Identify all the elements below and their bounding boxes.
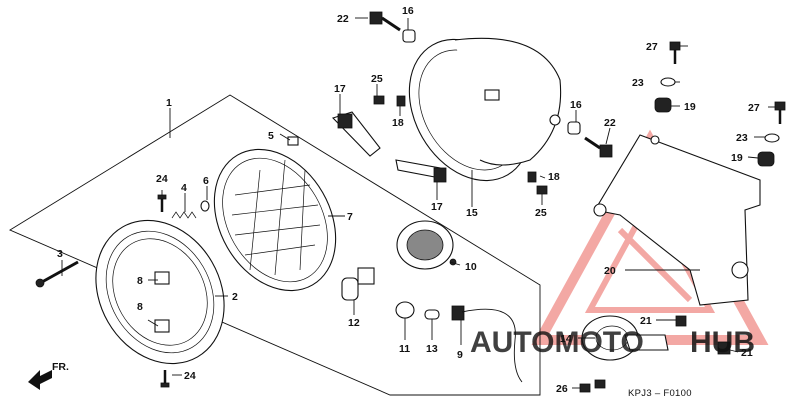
callout-1: 1 bbox=[166, 97, 172, 109]
callout-27-right: 27 bbox=[748, 102, 760, 114]
bolt-21-right bbox=[717, 341, 731, 355]
callout-16-top: 16 bbox=[402, 5, 414, 17]
horn-14 bbox=[581, 315, 669, 389]
leader-lines bbox=[61, 17, 775, 389]
callout-17-top: 17 bbox=[334, 83, 346, 95]
front-arrow-icon bbox=[28, 370, 52, 390]
callout-24-top: 24 bbox=[156, 173, 168, 185]
callout-12: 12 bbox=[348, 317, 360, 329]
callout-25-top: 25 bbox=[371, 73, 383, 85]
bulb-12 bbox=[341, 267, 375, 301]
bolt-27-left bbox=[669, 41, 681, 64]
bracket-17-top bbox=[331, 111, 381, 157]
callout-22-right: 22 bbox=[604, 117, 616, 129]
callout-11: 11 bbox=[399, 343, 410, 355]
callout-20: 20 bbox=[604, 265, 616, 277]
callout-18-top: 18 bbox=[392, 117, 404, 129]
collar-16-right bbox=[567, 121, 581, 135]
grommet-19-left bbox=[654, 97, 672, 113]
screw-25-bottom bbox=[536, 185, 548, 195]
headlight-stay-20 bbox=[593, 134, 761, 306]
bulb-socket-10 bbox=[396, 220, 457, 270]
callout-3: 3 bbox=[57, 248, 63, 260]
callout-7: 7 bbox=[347, 211, 353, 223]
headlight-case bbox=[408, 37, 562, 182]
callout-10: 10 bbox=[465, 261, 477, 273]
washer-23-right bbox=[764, 133, 780, 143]
callout-5: 5 bbox=[268, 130, 274, 142]
diagram-code: KPJ3 – F0100 bbox=[628, 388, 692, 399]
callout-14: 14 bbox=[560, 333, 572, 345]
clip-5 bbox=[287, 136, 299, 146]
watermark-text-primary: AUTOMOTO bbox=[470, 326, 644, 359]
callout-26: 26 bbox=[556, 383, 568, 395]
callout-21-right: 21 bbox=[741, 347, 753, 359]
callout-18-bottom: 18 bbox=[548, 171, 560, 183]
front-marker: FR. bbox=[52, 361, 69, 373]
bolt-26 bbox=[579, 383, 591, 393]
callout-16-right: 16 bbox=[570, 99, 582, 111]
screw-25-top bbox=[373, 95, 385, 105]
callout-19-right: 19 bbox=[731, 152, 743, 164]
callout-9: 9 bbox=[457, 349, 463, 361]
headlight-lens bbox=[213, 148, 337, 292]
callout-4: 4 bbox=[181, 182, 187, 194]
callout-17-bottom: 17 bbox=[431, 201, 443, 213]
collar-16-top bbox=[402, 29, 416, 43]
callout-19-left: 19 bbox=[684, 101, 696, 113]
callout-25-bottom: 25 bbox=[535, 207, 547, 219]
screw-18-top bbox=[396, 95, 406, 107]
spring-4 bbox=[171, 211, 197, 219]
callout-27-left: 27 bbox=[646, 41, 658, 53]
callout-24-bottom: 24 bbox=[184, 370, 196, 382]
bolt-22-right bbox=[584, 136, 613, 158]
callout-8-top: 8 bbox=[137, 275, 143, 287]
callout-23-left: 23 bbox=[632, 77, 644, 89]
callout-6: 6 bbox=[203, 175, 209, 187]
screw-3 bbox=[35, 260, 79, 288]
callout-15: 15 bbox=[466, 207, 478, 219]
bulb-13 bbox=[424, 309, 440, 320]
washer-23-left bbox=[660, 77, 676, 87]
screw-18-bottom bbox=[527, 171, 537, 183]
grommet-11 bbox=[395, 301, 415, 319]
grommet-19-right bbox=[757, 151, 775, 167]
callout-13: 13 bbox=[426, 343, 438, 355]
screw-24-bottom bbox=[160, 370, 170, 388]
callout-22-top: 22 bbox=[337, 13, 349, 25]
callout-21-left: 21 bbox=[640, 315, 652, 327]
bracket-17-bottom bbox=[395, 159, 447, 183]
callout-23-right: 23 bbox=[736, 132, 748, 144]
bolt-21-left bbox=[675, 315, 687, 327]
bolt-27-right bbox=[774, 101, 786, 124]
bolt-22-top bbox=[369, 11, 401, 32]
socket-9 bbox=[451, 305, 523, 383]
screw-24-top bbox=[157, 194, 167, 212]
washer-6 bbox=[200, 200, 210, 212]
callout-2: 2 bbox=[232, 291, 238, 303]
headlight-rim bbox=[95, 219, 225, 365]
watermark-text-secondary: HUB bbox=[690, 326, 755, 359]
assembly-frame bbox=[9, 94, 541, 396]
callout-8-bottom: 8 bbox=[137, 301, 143, 313]
